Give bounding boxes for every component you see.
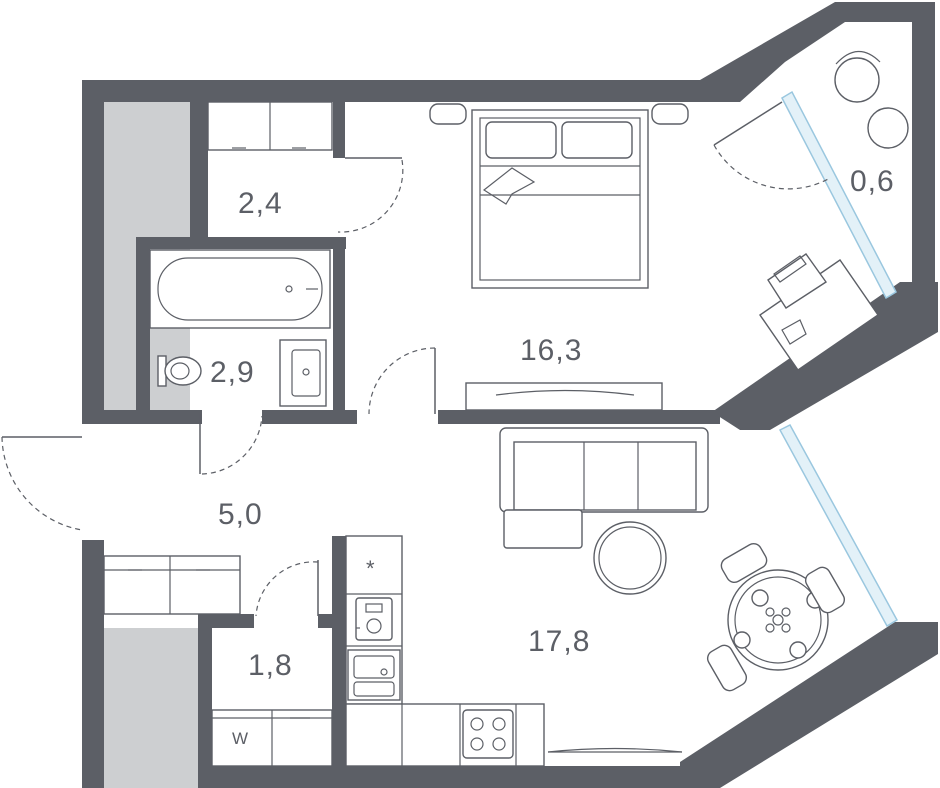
bedside-table-right	[651, 103, 689, 125]
balcony-table	[867, 107, 909, 149]
bathroom-area-label: 2,9	[210, 356, 255, 389]
laundry-area-label: 1,8	[248, 649, 293, 682]
entrance-door	[1, 436, 83, 531]
sofa	[499, 427, 709, 549]
cooktop	[462, 709, 514, 759]
bathtub	[149, 249, 331, 329]
balcony-chair	[834, 50, 881, 103]
washer-label: W	[232, 729, 248, 748]
storage-area-label: 2,4	[238, 187, 283, 220]
balcony-window	[781, 90, 897, 300]
bathroom-door	[199, 414, 263, 475]
oven	[355, 597, 393, 641]
walls	[82, 2, 938, 788]
storage-cabinets	[207, 101, 333, 151]
living-kitchen-area-label: 17,8	[528, 625, 590, 658]
laundry-cabinets	[211, 709, 333, 767]
kitchen-sink	[347, 649, 401, 701]
toilet	[157, 355, 202, 387]
dining-set	[706, 542, 846, 692]
bedside-table-left	[429, 103, 467, 125]
tv-stand	[465, 382, 663, 411]
double-bed	[471, 109, 649, 289]
living-window	[778, 424, 899, 628]
kitchen-bench	[547, 747, 683, 753]
storage-door	[337, 157, 404, 233]
desk-chair	[767, 253, 827, 309]
utility-shaft-bottom	[104, 628, 200, 788]
fridge-mark: *	[366, 556, 375, 581]
balcony-door	[713, 101, 831, 190]
hallway-area-label: 5,0	[218, 498, 263, 531]
bathroom-sink	[279, 339, 327, 407]
bedroom-door	[368, 347, 436, 415]
balcony-area-label: 0,6	[850, 165, 895, 198]
hallway-wardrobe	[103, 555, 241, 615]
laundry-door	[255, 560, 319, 617]
bedroom-area-label: 16,3	[520, 334, 582, 367]
coffee-table	[593, 521, 667, 595]
